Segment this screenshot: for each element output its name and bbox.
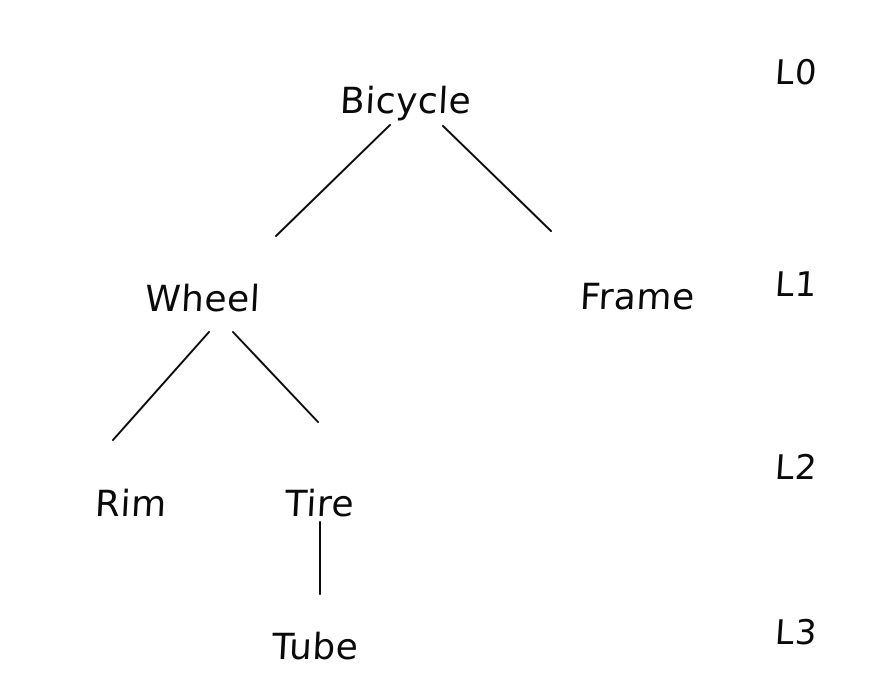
level-label-l2: L2 [773, 448, 819, 488]
node-frame[interactable]: Frame [578, 277, 696, 318]
edge-bicycle-wheel [275, 124, 391, 237]
node-rim[interactable]: Rim [93, 484, 168, 525]
level-label-l0: L0 [773, 53, 819, 93]
edge-bicycle-frame [442, 125, 552, 232]
node-tire[interactable]: Tire [283, 484, 356, 525]
edge-wheel-rim [112, 331, 210, 441]
node-wheel[interactable]: Wheel [143, 279, 262, 320]
node-bicycle[interactable]: Bicycle [338, 81, 473, 122]
level-label-l1: L1 [773, 265, 819, 305]
edge-wheel-tire [232, 331, 319, 423]
level-label-l3: L3 [773, 613, 819, 653]
node-tube[interactable]: Tube [270, 627, 360, 668]
